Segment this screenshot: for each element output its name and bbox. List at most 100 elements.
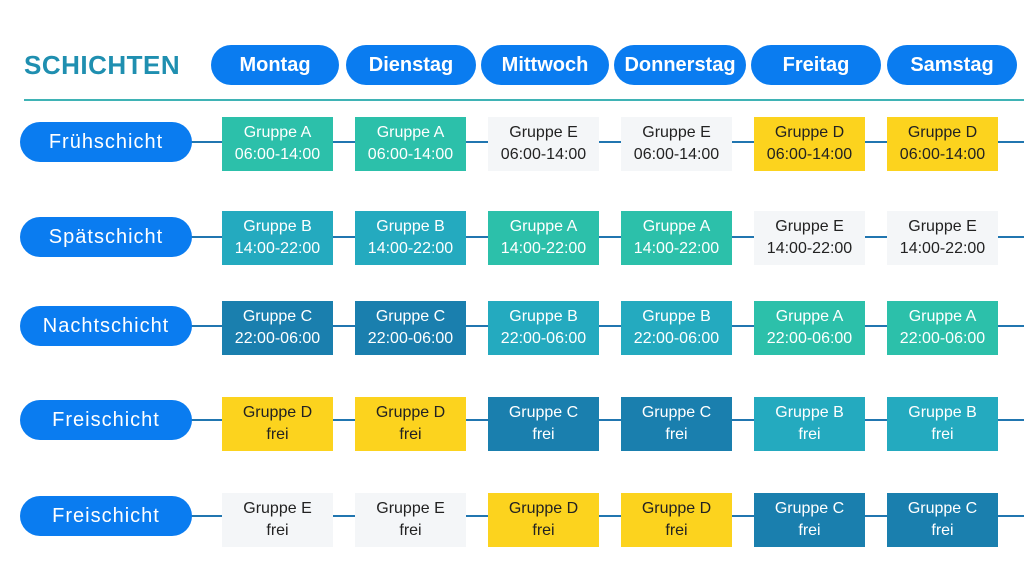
cell-time: 14:00-22:00 [367, 240, 454, 257]
cell-group: Gruppe B [509, 308, 578, 325]
cell-time: frei [798, 522, 821, 539]
cell-time: 22:00-06:00 [766, 330, 853, 347]
header-divider [24, 99, 1024, 101]
row-connector-line [190, 515, 1024, 517]
shift-cell[interactable]: Gruppe C 22:00-06:00 [222, 301, 333, 355]
cell-group: Gruppe C [242, 308, 313, 325]
shift-cell[interactable]: Gruppe C 22:00-06:00 [355, 301, 466, 355]
shift-cell[interactable]: Gruppe E 06:00-14:00 [621, 117, 732, 171]
day-header-wednesday[interactable]: Mittwoch [481, 45, 609, 85]
cell-time: frei [665, 522, 688, 539]
cell-time: frei [665, 426, 688, 443]
cell-group: Gruppe B [642, 308, 711, 325]
shift-cell[interactable]: Gruppe A 06:00-14:00 [222, 117, 333, 171]
shift-cell[interactable]: Gruppe B 14:00-22:00 [355, 211, 466, 265]
shift-cell[interactable]: Gruppe D frei [222, 397, 333, 451]
cell-group: Gruppe D [907, 124, 978, 141]
day-header-saturday[interactable]: Samstag [887, 45, 1017, 85]
cell-time: 06:00-14:00 [500, 146, 587, 163]
row-connector-line [190, 141, 1024, 143]
day-header-tuesday[interactable]: Dienstag [346, 45, 476, 85]
shift-label-off-1[interactable]: Freischicht [20, 400, 192, 440]
cell-group: Gruppe B [376, 218, 445, 235]
cell-time: frei [266, 522, 289, 539]
page-title: SCHICHTEN [24, 50, 181, 80]
cell-group: Gruppe B [908, 404, 977, 421]
shift-cell[interactable]: Gruppe D 06:00-14:00 [887, 117, 998, 171]
shift-cell[interactable]: Gruppe A 14:00-22:00 [621, 211, 732, 265]
cell-group: Gruppe D [508, 500, 579, 517]
cell-group: Gruppe A [908, 308, 977, 325]
shift-cell[interactable]: Gruppe E 06:00-14:00 [488, 117, 599, 171]
shift-cell[interactable]: Gruppe D frei [621, 493, 732, 547]
cell-time: frei [931, 522, 954, 539]
cell-group: Gruppe D [641, 500, 712, 517]
cell-time: 06:00-14:00 [899, 146, 986, 163]
cell-group: Gruppe C [641, 404, 712, 421]
cell-time: 22:00-06:00 [500, 330, 587, 347]
cell-group: Gruppe B [243, 218, 312, 235]
shift-label-night[interactable]: Nachtschicht [20, 306, 192, 346]
shift-cell[interactable]: Gruppe A 22:00-06:00 [754, 301, 865, 355]
cell-time: frei [399, 426, 422, 443]
cell-time: 06:00-14:00 [367, 146, 454, 163]
cell-group: Gruppe E [908, 218, 977, 235]
shift-cell[interactable]: Gruppe E frei [355, 493, 466, 547]
shift-cell[interactable]: Gruppe A 14:00-22:00 [488, 211, 599, 265]
shift-cell[interactable]: Gruppe C frei [754, 493, 865, 547]
shift-cell[interactable]: Gruppe A 22:00-06:00 [887, 301, 998, 355]
cell-group: Gruppe A [642, 218, 711, 235]
row-connector-line [190, 236, 1024, 238]
cell-time: frei [798, 426, 821, 443]
cell-group: Gruppe C [508, 404, 579, 421]
shift-cell[interactable]: Gruppe D frei [355, 397, 466, 451]
cell-time: 06:00-14:00 [766, 146, 853, 163]
row-connector-line [190, 325, 1024, 327]
day-header-friday[interactable]: Freitag [751, 45, 881, 85]
cell-group: Gruppe C [375, 308, 446, 325]
cell-group: Gruppe E [243, 500, 312, 517]
cell-group: Gruppe D [774, 124, 845, 141]
row-connector-line [190, 419, 1024, 421]
cell-group: Gruppe B [775, 404, 844, 421]
shift-cell[interactable]: Gruppe A 06:00-14:00 [355, 117, 466, 171]
shift-cell[interactable]: Gruppe C frei [621, 397, 732, 451]
cell-time: 14:00-22:00 [899, 240, 986, 257]
shift-label-early[interactable]: Frühschicht [20, 122, 192, 162]
shift-cell[interactable]: Gruppe B 22:00-06:00 [621, 301, 732, 355]
cell-group: Gruppe C [907, 500, 978, 517]
cell-time: 14:00-22:00 [500, 240, 587, 257]
shift-cell[interactable]: Gruppe B frei [887, 397, 998, 451]
cell-time: 14:00-22:00 [633, 240, 720, 257]
shift-cell[interactable]: Gruppe D 06:00-14:00 [754, 117, 865, 171]
cell-time: 22:00-06:00 [367, 330, 454, 347]
shift-cell[interactable]: Gruppe B 14:00-22:00 [222, 211, 333, 265]
day-header-thursday[interactable]: Donnerstag [614, 45, 746, 85]
shift-label-off-2[interactable]: Freischicht [20, 496, 192, 536]
cell-time: frei [532, 426, 555, 443]
day-header-monday[interactable]: Montag [211, 45, 339, 85]
cell-group: Gruppe E [642, 124, 711, 141]
shift-cell[interactable]: Gruppe B 22:00-06:00 [488, 301, 599, 355]
cell-time: frei [266, 426, 289, 443]
cell-group: Gruppe A [243, 124, 312, 141]
cell-group: Gruppe A [376, 124, 445, 141]
cell-group: Gruppe D [242, 404, 313, 421]
cell-time: 14:00-22:00 [766, 240, 853, 257]
cell-group: Gruppe D [375, 404, 446, 421]
cell-group: Gruppe E [775, 218, 844, 235]
cell-time: frei [532, 522, 555, 539]
shift-cell[interactable]: Gruppe C frei [488, 397, 599, 451]
cell-group: Gruppe A [775, 308, 844, 325]
shift-label-late[interactable]: Spätschicht [20, 217, 192, 257]
shift-cell[interactable]: Gruppe E frei [222, 493, 333, 547]
shift-cell[interactable]: Gruppe E 14:00-22:00 [754, 211, 865, 265]
shift-cell[interactable]: Gruppe B frei [754, 397, 865, 451]
cell-time: 06:00-14:00 [633, 146, 720, 163]
shift-cell[interactable]: Gruppe D frei [488, 493, 599, 547]
cell-group: Gruppe A [509, 218, 578, 235]
cell-time: 06:00-14:00 [234, 146, 321, 163]
shift-cell[interactable]: Gruppe C frei [887, 493, 998, 547]
cell-time: 22:00-06:00 [633, 330, 720, 347]
shift-cell[interactable]: Gruppe E 14:00-22:00 [887, 211, 998, 265]
